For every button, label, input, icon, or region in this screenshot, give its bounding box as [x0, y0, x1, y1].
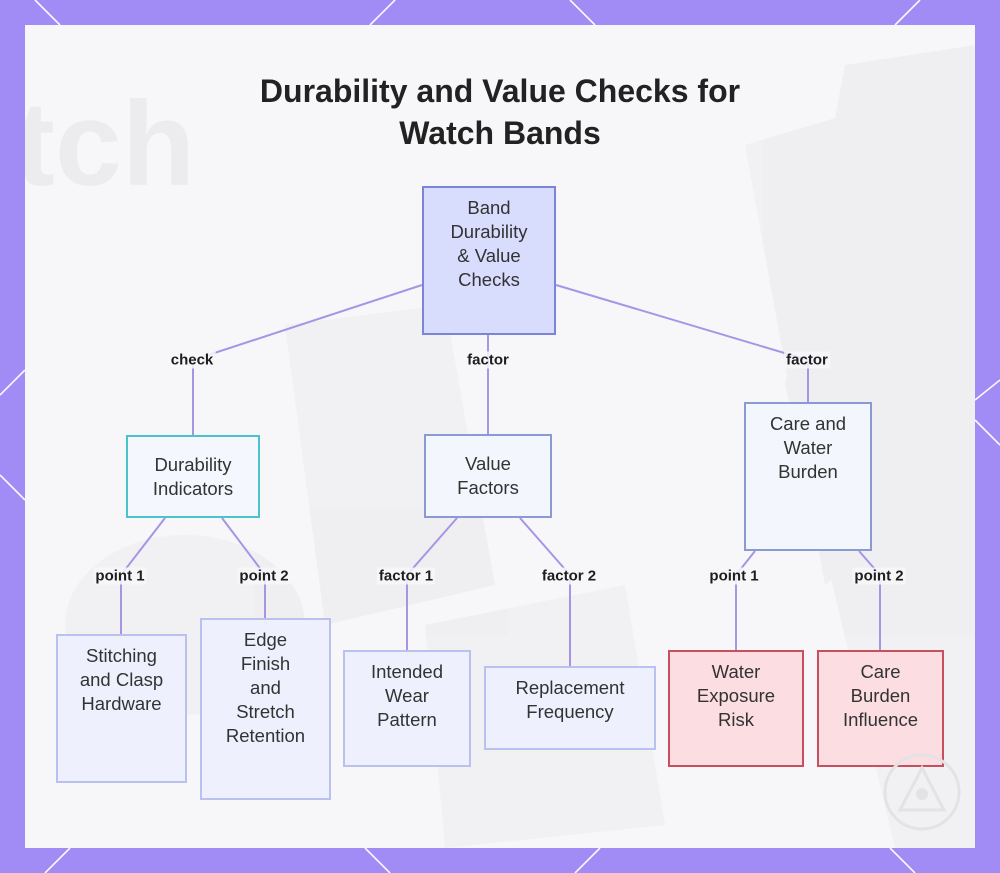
node-text: Stitching	[86, 645, 157, 666]
title-line-2: Watch Bands	[399, 115, 601, 151]
node-text: Water	[711, 661, 761, 682]
svg-text:tch: tch	[25, 77, 195, 211]
node-text: Replacement	[515, 677, 625, 698]
node-text: Retention	[225, 725, 306, 746]
node-text: Care and	[769, 413, 847, 434]
edge-label-factor2: factor 2	[539, 567, 599, 585]
node-text: Water	[783, 437, 833, 458]
node-water-exposure-risk: Water Exposure Risk	[668, 650, 804, 767]
node-text: and	[250, 677, 281, 698]
node-band-durability-value-checks: Band Durability & Value Checks	[422, 186, 556, 335]
node-intended-wear-pattern: Intended Wear Pattern	[343, 650, 471, 767]
node-value-factors: Value Factors	[424, 434, 552, 518]
edge-label-point2-care: point 2	[852, 567, 906, 585]
node-text: Stretch	[236, 701, 295, 722]
node-text: Edge	[243, 629, 288, 650]
node-text: Risk	[718, 709, 754, 730]
node-stitching-and-clasp-hardware: Stitching and Clasp Hardware	[56, 634, 187, 783]
node-text: Band	[467, 197, 511, 218]
node-text: Exposure	[696, 685, 776, 706]
edge-label-point1-durability: point 1	[93, 567, 147, 585]
node-text: Indicators	[152, 477, 234, 499]
node-replacement-frequency: Replacement Frequency	[484, 666, 656, 750]
node-text: Factors	[457, 477, 519, 498]
node-text: Durability	[450, 221, 528, 242]
node-care-and-water-burden: Care and Water Burden	[744, 402, 872, 551]
edge-label-factor1: factor 1	[376, 567, 436, 585]
title-line-1: Durability and Value Checks for	[259, 73, 741, 109]
node-text: & Value	[457, 245, 521, 266]
edge-label-point2-durability: point 2	[237, 567, 291, 585]
node-text: Frequency	[526, 701, 614, 722]
node-edge-finish-and-stretch-retention: Edge Finish and Stretch Retention	[200, 618, 331, 800]
edge-label-point1-care: point 1	[707, 567, 761, 585]
node-care-burden-influence: Care Burden Influence	[817, 650, 944, 767]
node-text: Finish	[240, 653, 291, 674]
edge-label-check: check	[168, 351, 216, 369]
node-text: Durability	[154, 453, 232, 475]
edge-root-durability	[192, 284, 423, 435]
watermark-logo-icon	[883, 753, 961, 831]
node-durability-indicators: Durability Indicators	[126, 435, 260, 518]
node-text: Burden	[778, 461, 838, 482]
edge-value-replacement	[519, 517, 571, 666]
diagram-title: Durability and Value Checks for Watch Ba…	[0, 70, 1000, 154]
node-text: Hardware	[81, 693, 162, 714]
edge-label-factor-value: factor	[465, 351, 511, 369]
node-text: Burden	[850, 685, 911, 706]
node-text: Pattern	[377, 709, 437, 730]
edge-root-care	[555, 284, 809, 402]
node-text: Wear	[385, 685, 429, 706]
node-text: Care	[860, 661, 901, 682]
node-text: Influence	[842, 709, 919, 730]
node-text: Checks	[458, 269, 520, 290]
node-text: Intended	[370, 661, 443, 682]
edge-care-water	[735, 550, 756, 650]
node-text: Value	[465, 453, 511, 474]
node-text: and Clasp	[79, 669, 164, 690]
edge-label-factor-care: factor	[784, 351, 830, 369]
edge-care-careburden	[858, 550, 881, 650]
